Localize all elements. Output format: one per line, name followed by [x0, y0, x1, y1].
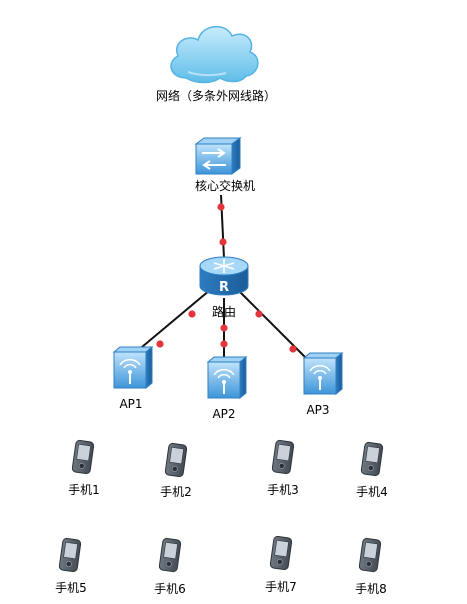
- router-label: 路由: [212, 304, 236, 319]
- cloud-icon: [170, 26, 259, 84]
- ap-label: AP1: [119, 397, 142, 411]
- phone-1[interactable]: 手机1: [68, 439, 100, 497]
- phone-label: 手机6: [154, 582, 186, 596]
- connector-dot: [220, 340, 228, 348]
- access-point-icon: [302, 351, 344, 396]
- phone-label: 手机7: [265, 580, 297, 594]
- connector-dots: [156, 203, 297, 353]
- connector-dot: [217, 203, 225, 211]
- router-icon: R: [199, 256, 249, 296]
- connector-dot: [220, 324, 228, 332]
- router-glyph: R: [219, 280, 229, 295]
- connector-dot: [255, 310, 263, 318]
- mobile-phone-icon: [360, 441, 384, 477]
- mobile-phone-icon: [164, 442, 188, 478]
- phone-label: 手机3: [267, 483, 299, 497]
- ap-3[interactable]: AP3: [302, 351, 344, 417]
- ap-label: AP2: [212, 407, 235, 421]
- phone-label: 手机5: [55, 581, 87, 595]
- phone-label: 手机1: [68, 483, 100, 497]
- switch-icon: [194, 137, 242, 175]
- ap-2[interactable]: AP2: [206, 355, 248, 421]
- core-switch[interactable]: 核心交换机: [194, 137, 255, 193]
- mobile-phone-icon: [269, 535, 293, 571]
- link-router-ap1: [135, 289, 211, 353]
- ap-label: AP3: [306, 403, 329, 417]
- phone-8[interactable]: 手机8: [355, 537, 387, 596]
- mobile-phone-icon: [58, 537, 82, 573]
- mobile-phone-icon: [158, 537, 182, 573]
- mobile-phone-icon: [271, 439, 295, 475]
- phone-7[interactable]: 手机7: [265, 535, 297, 594]
- connector-dot: [156, 340, 164, 348]
- core-switch-label: 核心交换机: [195, 178, 255, 193]
- phones: 手机1 手机2 手机3 手机4 手机5 手机6 手机7 手机8: [55, 439, 388, 596]
- phone-label: 手机4: [356, 485, 388, 499]
- connector-dot: [219, 238, 227, 246]
- connector-dot: [188, 310, 196, 318]
- access-point-icon: [112, 345, 154, 390]
- phone-label: 手机2: [160, 485, 192, 499]
- connector-dot: [289, 345, 297, 353]
- phone-label: 手机8: [355, 582, 387, 596]
- phone-3[interactable]: 手机3: [267, 439, 299, 497]
- ap-1[interactable]: AP1: [112, 345, 154, 411]
- phone-2[interactable]: 手机2: [160, 442, 192, 499]
- mobile-phone-icon: [71, 439, 95, 475]
- network-cloud[interactable]: 网络（多条外网线路）: [156, 26, 276, 103]
- phone-6[interactable]: 手机6: [154, 537, 186, 596]
- mobile-phone-icon: [358, 537, 382, 573]
- phone-5[interactable]: 手机5: [55, 537, 87, 595]
- access-point-icon: [206, 355, 248, 400]
- network-label: 网络（多条外网线路）: [156, 88, 276, 103]
- phone-4[interactable]: 手机4: [356, 441, 388, 499]
- router[interactable]: R 路由: [199, 256, 249, 319]
